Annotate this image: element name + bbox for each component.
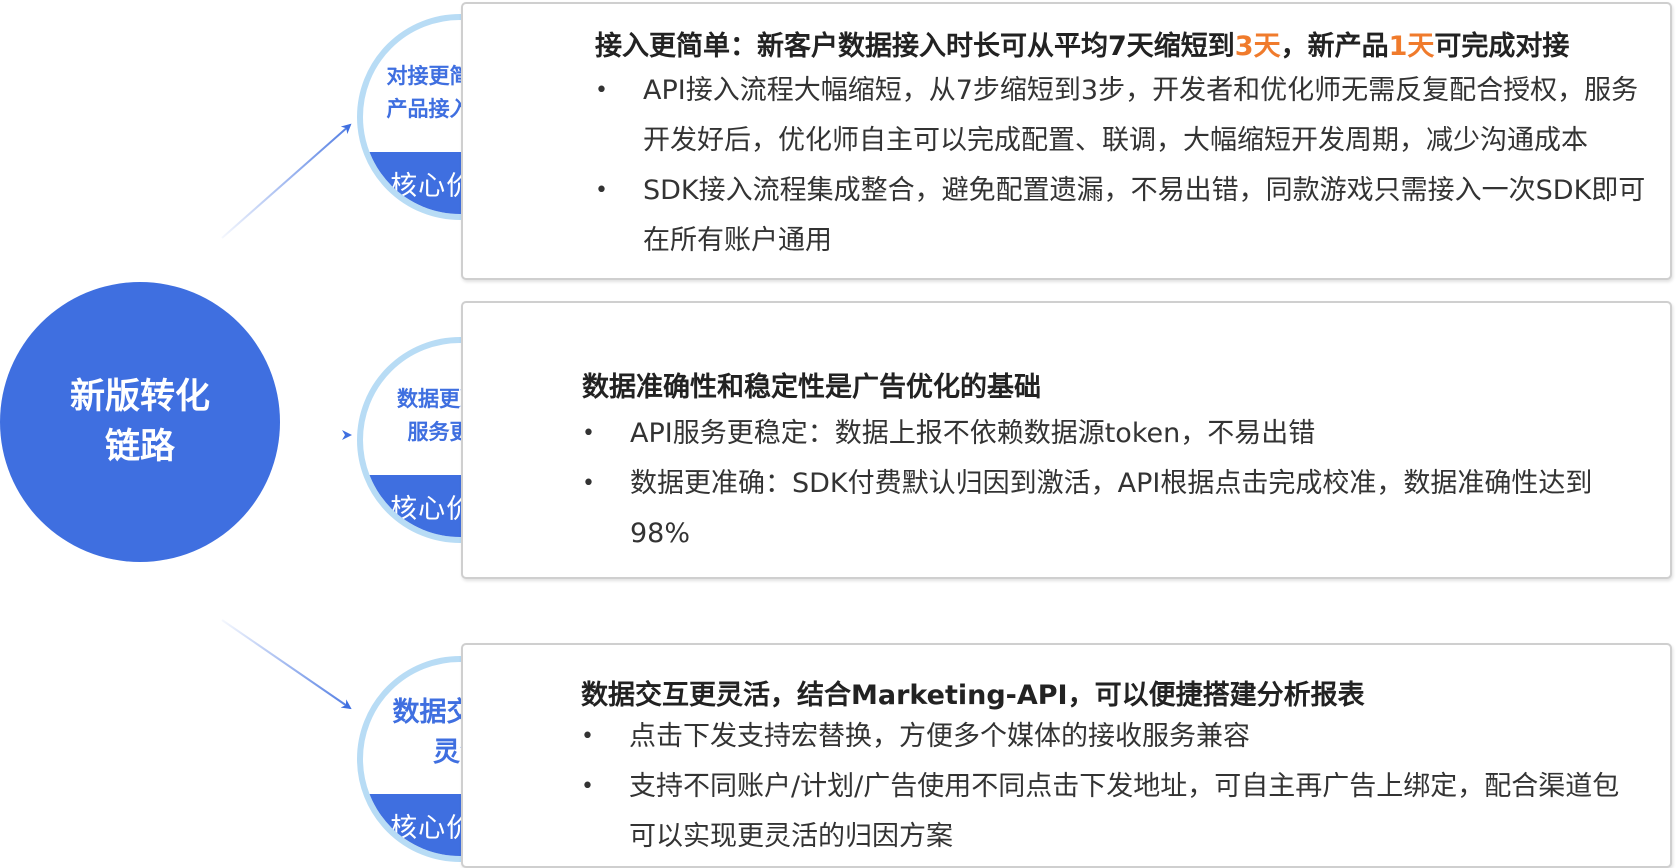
value-card-3-bullets: • 点击下发支持宏替换，方便多个媒体的接收服务兼容 • 支持不同账户/计划/广告… <box>581 712 1641 862</box>
hub-label-line-1: 新版转化 <box>69 377 210 417</box>
value-card-3-title: 数据交互更灵活，结合Marketing-API，可以便捷搭建分析报表 <box>581 680 1365 711</box>
bullet-item: • SDK接入流程集成整合，避免配置遗漏，不易出错，同款游戏只需接入一次SDK即… <box>595 166 1655 266</box>
bullet-text: 数据更准确：SDK付费默认归因到激活，API根据点击完成校准，数据准确性达到98… <box>630 468 1593 549</box>
value-card-1-title: 接入更简单：新客户数据接入时长可从平均7天缩短到3天，新产品1天可完成对接 <box>595 24 1569 63</box>
bullet-dot: • <box>581 724 594 749</box>
bullet-text: SDK接入流程集成整合，避免配置遗漏，不易出错，同款游戏只需接入一次SDK即可在… <box>643 175 1646 256</box>
hub-label: 新版转化 链路 <box>70 372 210 472</box>
bullet-text: 点击下发支持宏替换，方便多个媒体的接收服务兼容 <box>629 721 1250 752</box>
bullet-dot: • <box>582 421 595 446</box>
title-text: 接入更简单：新客户数据接入时长可从平均7天缩短到 <box>595 31 1235 62</box>
value-card-2-title: 数据准确性和稳定性是广告优化的基础 <box>582 372 1041 403</box>
title-text: 可完成对接 <box>1434 31 1570 62</box>
arrow-to-value-1 <box>221 123 352 239</box>
hub-circle: 新版转化 链路 <box>0 282 280 562</box>
bullet-text: API接入流程大幅缩短，从7步缩短到3步，开发者和优化师无需反复配合授权，服务开… <box>643 75 1639 156</box>
title-text: ，新产品 <box>1280 31 1389 62</box>
bullet-text: 支持不同账户/计划/广告使用不同点击下发地址，可自主再广告上绑定，配合渠道包可以… <box>629 771 1620 852</box>
bullet-dot: • <box>595 178 608 203</box>
arrow-to-value-3 <box>221 619 352 710</box>
value-card-1: 接入更简单：新客户数据接入时长可从平均7天缩短到3天，新产品1天可完成对接 • … <box>461 2 1672 280</box>
value-card-3: 数据交互更灵活，结合Marketing-API，可以便捷搭建分析报表 • 点击下… <box>461 643 1672 868</box>
bullet-dot: • <box>595 78 608 103</box>
title-highlight-days: 3天 <box>1234 31 1281 62</box>
bullet-item: • 点击下发支持宏替换，方便多个媒体的接收服务兼容 <box>581 712 1641 762</box>
bullet-dot: • <box>581 774 594 799</box>
value-card-2-bullets: • API服务更稳定：数据上报不依赖数据源token，不易出错 • 数据更准确：… <box>582 409 1652 559</box>
title-highlight-days: 1天 <box>1388 31 1435 62</box>
hub-label-line-2: 链路 <box>104 427 175 467</box>
value-card-1-bullets: • API接入流程大幅缩短，从7步缩短到3步，开发者和优化师无需反复配合授权，服… <box>595 66 1655 266</box>
value-card-2: 数据准确性和稳定性是广告优化的基础 • API服务更稳定：数据上报不依赖数据源t… <box>461 301 1672 579</box>
bullet-item: • 支持不同账户/计划/广告使用不同点击下发地址，可自主再广告上绑定，配合渠道包… <box>581 762 1641 862</box>
bullet-item: • 数据更准确：SDK付费默认归因到激活，API根据点击完成校准，数据准确性达到… <box>582 459 1652 559</box>
bullet-text: API服务更稳定：数据上报不依赖数据源token，不易出错 <box>630 418 1316 449</box>
bullet-dot: • <box>582 471 595 496</box>
bullet-item: • API服务更稳定：数据上报不依赖数据源token，不易出错 <box>582 409 1652 459</box>
bullet-item: • API接入流程大幅缩短，从7步缩短到3步，开发者和优化师无需反复配合授权，服… <box>595 66 1655 166</box>
